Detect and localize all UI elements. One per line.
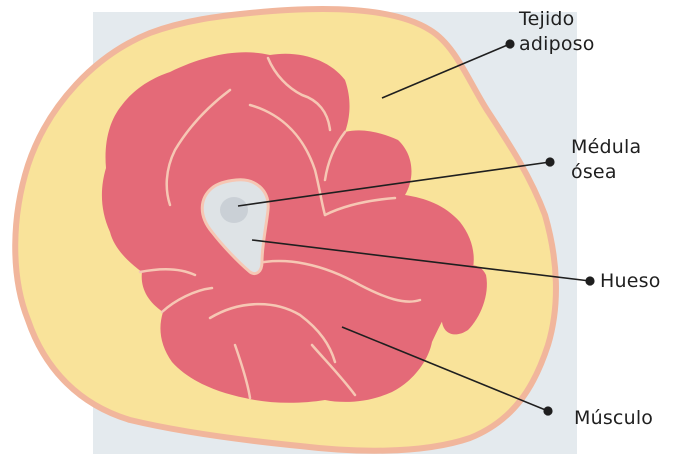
label-tejido-adiposo: Tejido adiposo	[519, 8, 595, 55]
label-musculo: Músculo	[574, 407, 653, 429]
leader-dot-medula	[546, 158, 554, 166]
leader-dot-tejido	[506, 40, 514, 48]
bone-marrow	[220, 197, 248, 223]
label-hueso: Hueso	[600, 270, 661, 292]
label-medula-osea: Médula ósea	[571, 136, 641, 183]
leader-dot-hueso	[586, 277, 594, 285]
label-medula-line1: Médula	[571, 136, 641, 158]
label-tejido-line2: adiposo	[519, 33, 595, 55]
leader-dot-musculo	[544, 407, 552, 415]
label-medula-line2: ósea	[571, 161, 641, 183]
label-tejido-line1: Tejido	[519, 8, 595, 30]
